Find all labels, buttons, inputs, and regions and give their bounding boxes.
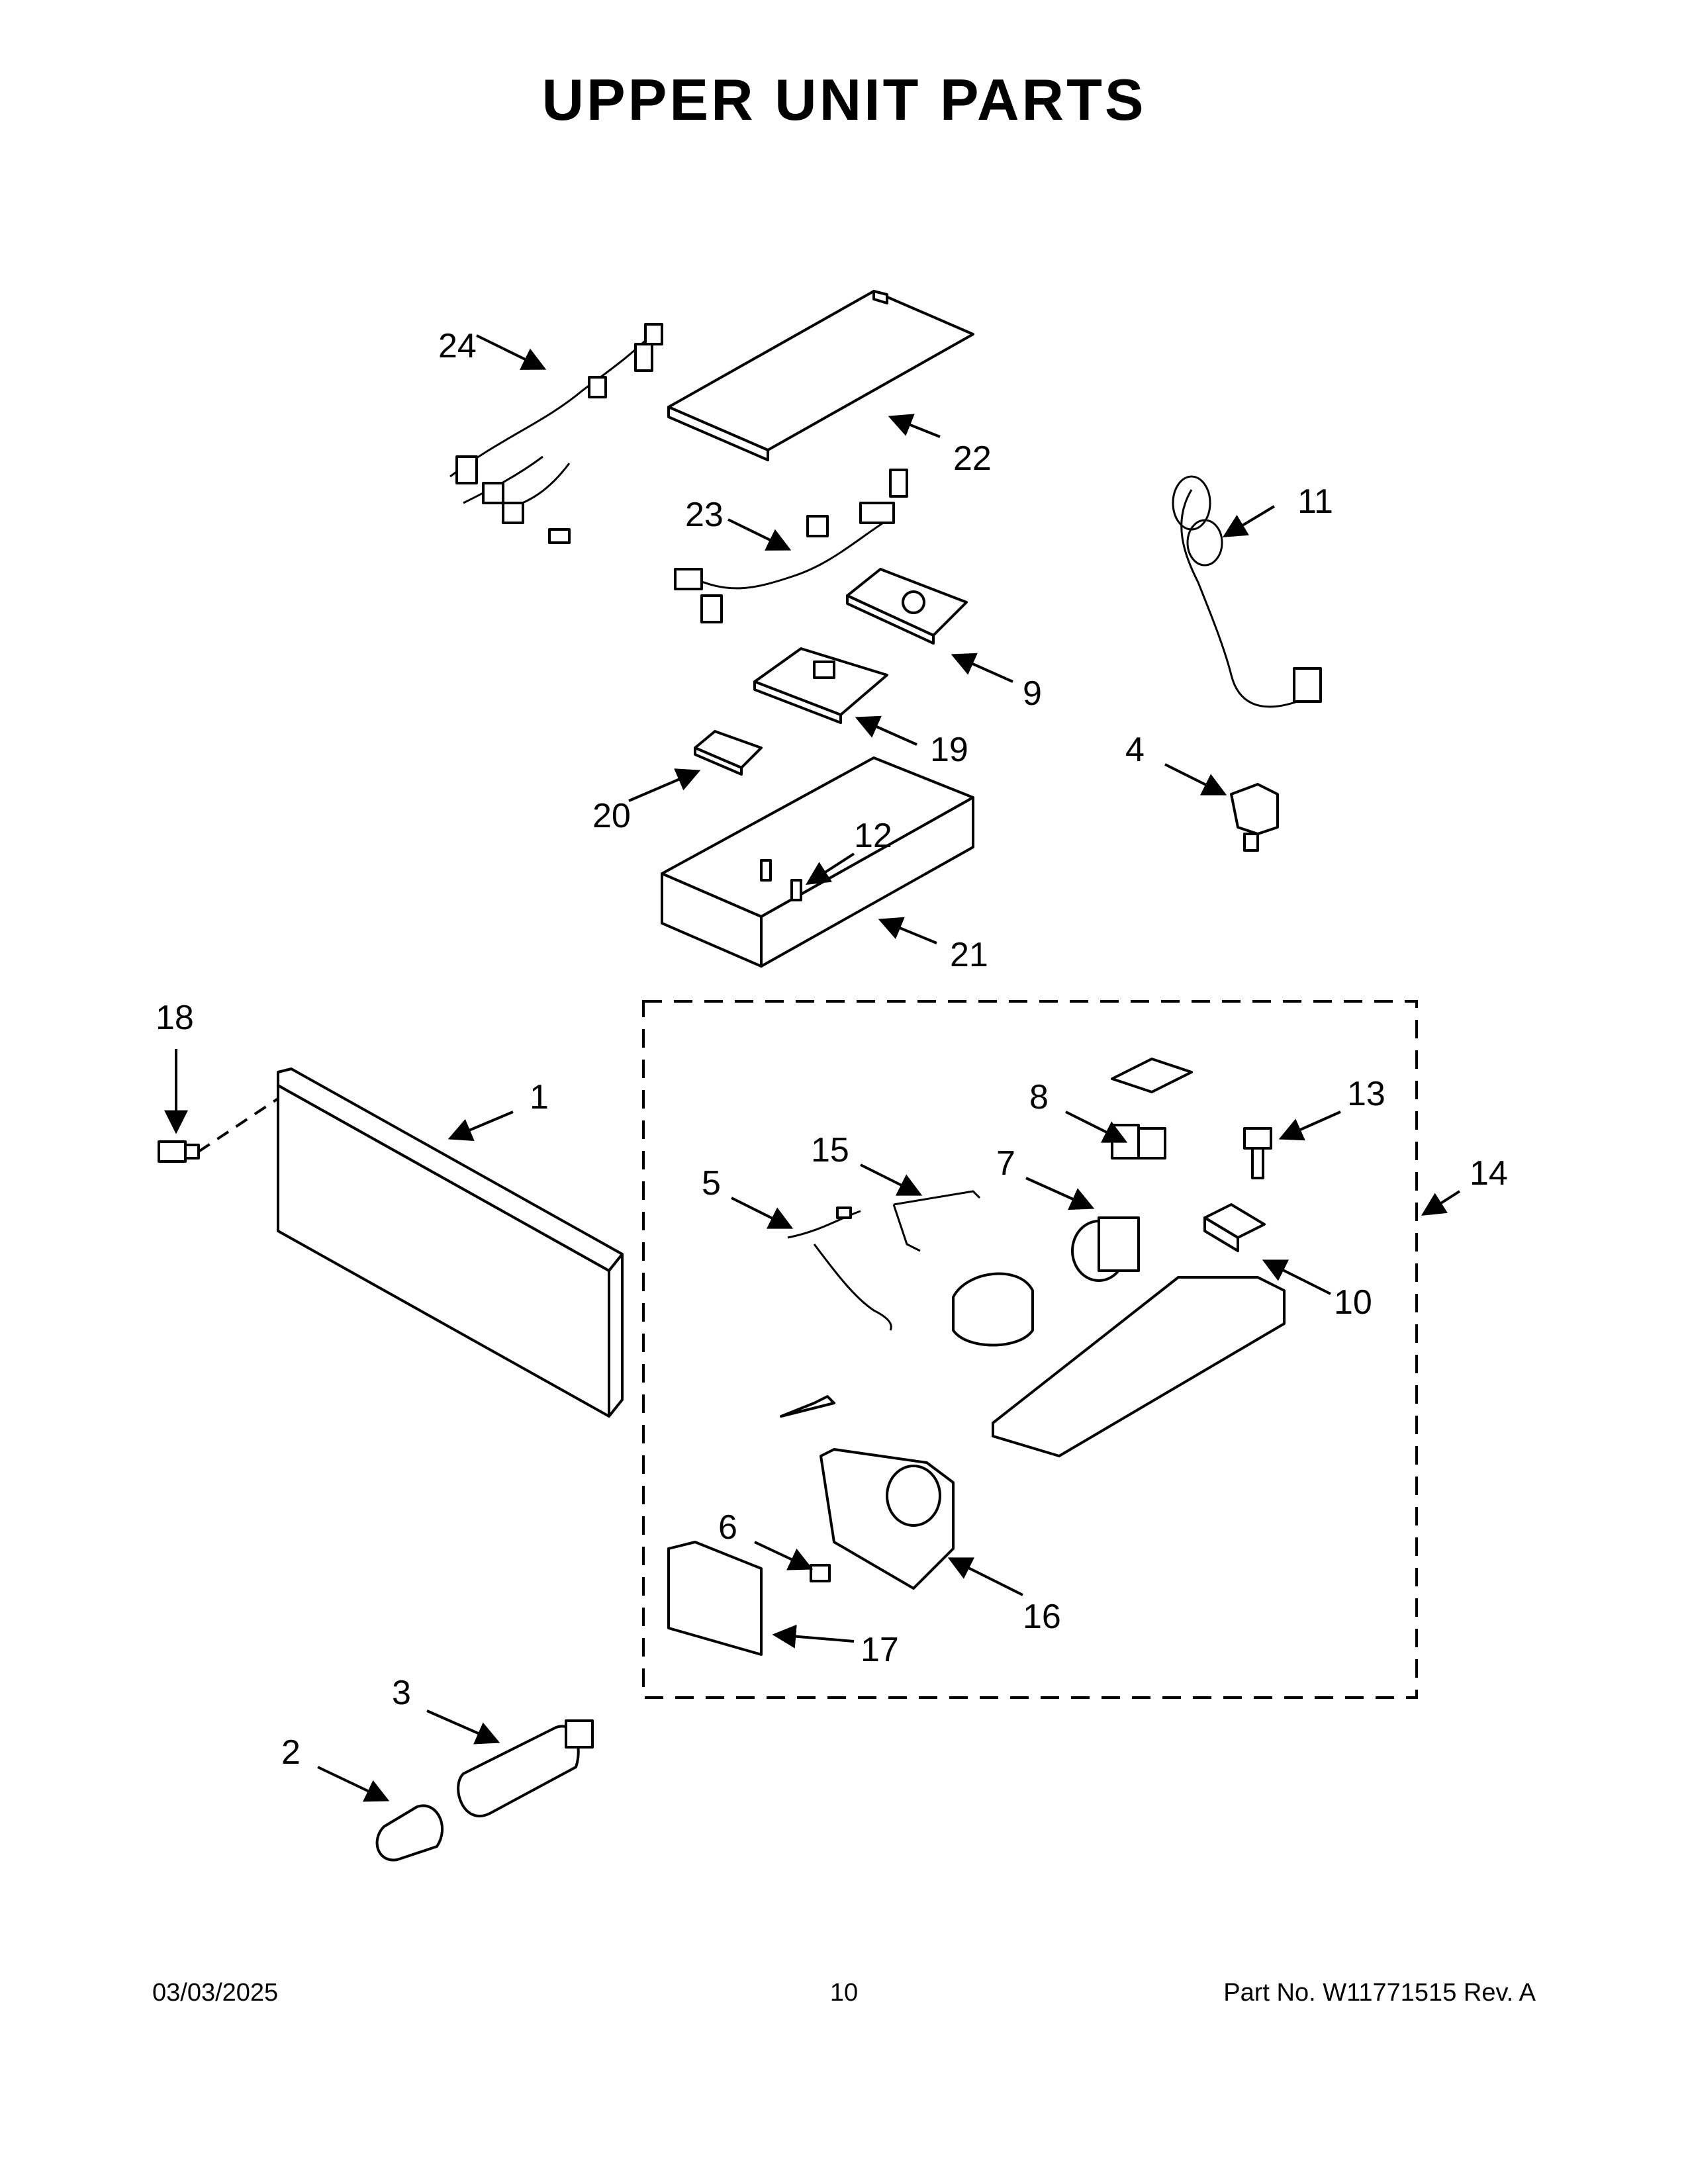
small-board-part (694, 730, 763, 776)
callout-21: 21 (950, 936, 988, 974)
callout-1: 1 (530, 1078, 549, 1116)
bracket-16-part (820, 1448, 955, 1590)
callout-5: 5 (702, 1164, 721, 1203)
rail-10-part (1203, 1203, 1266, 1252)
callout-10: 10 (1334, 1283, 1372, 1322)
control-board-part (753, 647, 888, 724)
screw-18-part (158, 1097, 279, 1163)
filter-cap-part (375, 1804, 444, 1862)
callout-6: 6 (718, 1508, 737, 1547)
callout-4: 4 (1125, 731, 1145, 769)
wire-harness-23-part (674, 469, 908, 623)
cover-panel-part (667, 290, 974, 461)
power-board-part (846, 568, 968, 645)
callout-15: 15 (811, 1131, 849, 1169)
callout-22: 22 (953, 439, 992, 478)
dispenser-housing-part (780, 1272, 1286, 1457)
tube-15-part (892, 1190, 981, 1252)
dispenser-assembly-boundary (642, 1000, 1418, 1699)
callout-18: 18 (156, 999, 194, 1037)
callout-19: 19 (930, 731, 968, 769)
callout-23: 23 (685, 496, 724, 534)
callout-16: 16 (1023, 1598, 1061, 1636)
footer-date: 03/03/2025 (152, 1979, 279, 2007)
callout-8: 8 (1029, 1078, 1049, 1116)
callout-14: 14 (1470, 1154, 1508, 1193)
water-filter-part (457, 1719, 594, 1817)
front-panel-part (277, 1068, 624, 1418)
screw-12-part (760, 859, 802, 901)
water-valve-part (1111, 1058, 1193, 1160)
callout-24: 24 (438, 327, 477, 365)
leader-arrows (164, 334, 1461, 1802)
callout-7: 7 (996, 1144, 1015, 1183)
screw-13-part (1243, 1127, 1272, 1179)
callout-13: 13 (1347, 1075, 1385, 1113)
callout-11: 11 (1297, 482, 1333, 521)
callout-2: 2 (281, 1733, 301, 1772)
wire-harness-24-part (449, 323, 663, 544)
pump-part (1071, 1216, 1140, 1282)
wire-5-part (787, 1206, 892, 1331)
page-title: UPPER UNIT PARTS (541, 67, 1147, 132)
callout-3: 3 (392, 1674, 411, 1712)
callout-12: 12 (854, 817, 892, 855)
callout-20: 20 (592, 797, 631, 835)
callout-labels: 1 2 3 4 5 6 7 8 9 10 11 12 13 14 15 16 1… (156, 327, 1508, 1772)
power-cord-part (1172, 475, 1322, 708)
cover-17-part (667, 1541, 763, 1656)
footer-page-number: 10 (829, 1979, 859, 2007)
footer-part-number: Part No. W11771515 Rev. A (1223, 1979, 1536, 2007)
clip-6-part (810, 1564, 831, 1582)
cord-clip-part (1230, 783, 1279, 852)
callout-9: 9 (1023, 674, 1042, 713)
control-tray-part (661, 756, 974, 968)
callout-17: 17 (861, 1631, 899, 1669)
